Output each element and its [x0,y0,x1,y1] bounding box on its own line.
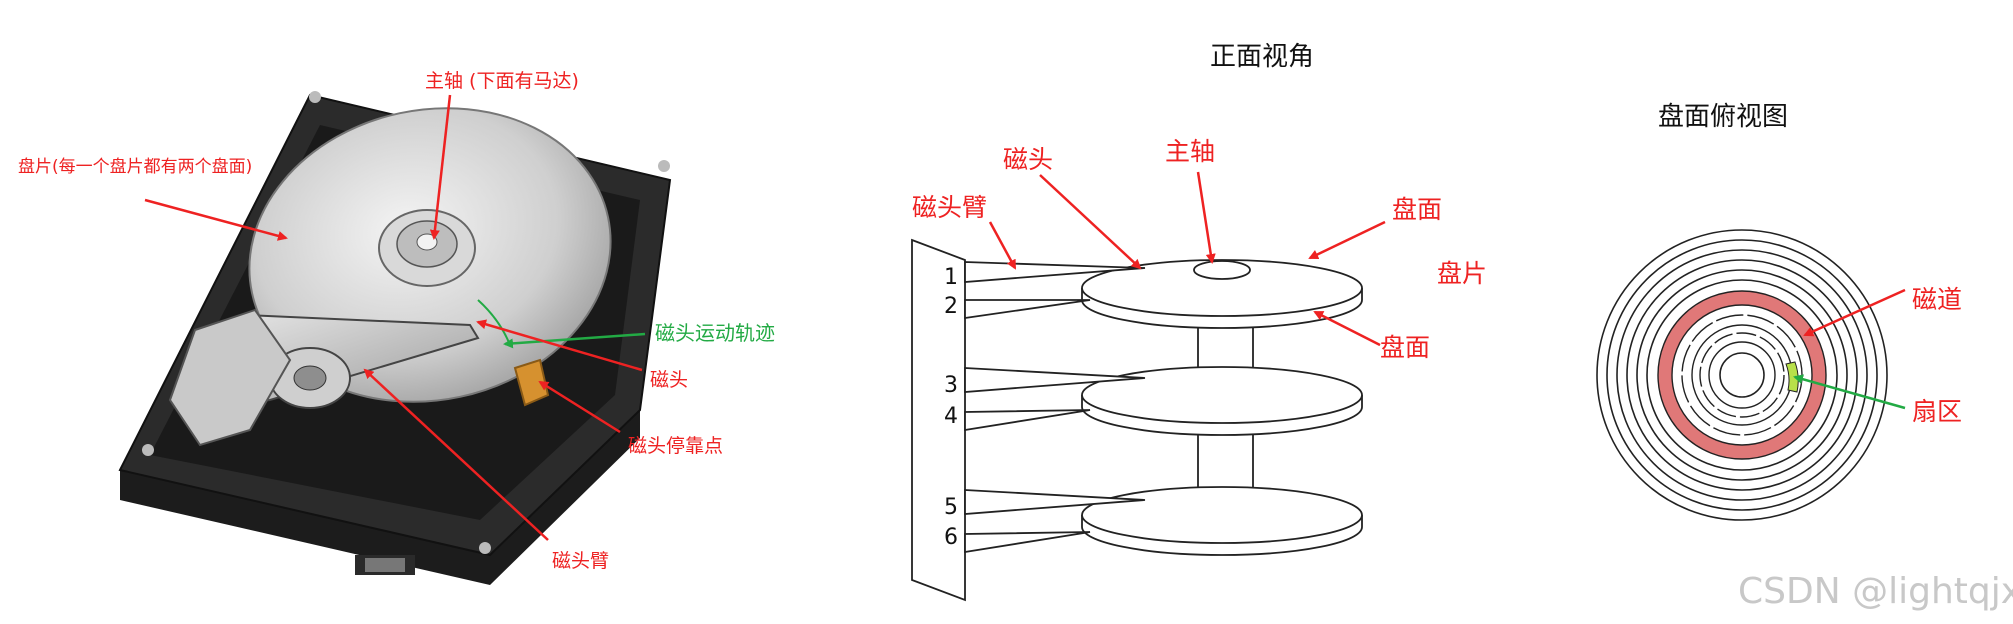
watermark: CSDN @lightqjx [1738,571,2013,612]
head-arm-3 [964,367,1146,393]
track-ring [1626,259,1858,491]
arrow-sector [1793,374,1906,410]
head-number-2: 2 [944,294,958,319]
park-ramp [513,358,550,407]
head-number-6: 6 [944,525,958,550]
arrow-head-track [503,332,646,349]
track-ring [1657,290,1827,460]
arrow-track [1803,288,1906,337]
arrow-spindle [429,94,452,240]
arrow-park [538,380,621,434]
front-label-platter: 盘片 [1437,259,1487,288]
highlighted-track [1658,291,1826,459]
arrow-front-spindle [1196,171,1216,264]
track-ring [1636,269,1848,481]
track-ring [1646,279,1838,471]
label-spindle-motor: 主轴 (下面有马达) [425,70,579,92]
platter-1 [1081,259,1363,317]
platter-2 [1081,366,1363,424]
arrow-front-surface-bottom [1313,310,1381,347]
label-park: 磁头停靠点 [628,435,723,457]
spindle-hole [1719,352,1765,398]
top-label-sector: 扇区 [1912,397,1962,426]
head-arm-2 [964,299,1091,320]
track-ring [1671,304,1813,446]
head-arm-5 [964,489,1146,515]
label-platter-note: 盘片(每一个盘片都有两个盘面) [18,157,252,177]
front-label-arm: 磁头臂 [912,193,987,222]
voice-coil [168,308,292,447]
top-view-title: 盘面俯视图 [1658,102,1788,132]
front-view-diagram [911,238,1363,602]
front-label-surface-top: 盘面 [1392,195,1442,224]
track-ring [1596,229,1888,521]
head-arm-4 [964,409,1091,432]
head-number-4: 4 [944,404,958,429]
track-ring [1616,249,1868,501]
hdd-illustration [118,91,672,585]
head-arm-bar [911,238,966,602]
head-number-3: 3 [944,373,958,398]
front-view-title: 正面视角 [1210,42,1314,72]
head-number-5: 5 [944,495,958,520]
label-head: 磁头 [650,369,688,391]
arrow-arm [363,368,549,541]
front-label-head: 磁头 [1003,145,1053,174]
highlighted-sector [1785,361,1799,393]
arrow-front-surface-top [1308,220,1386,260]
platter-3 [1081,486,1363,544]
screw [309,91,321,103]
jumper-pins [365,558,405,572]
arrow-front-arm [988,221,1017,270]
screw [658,160,670,172]
spindle-top-hole [1193,260,1251,280]
hdd-base-edge [120,410,640,585]
label-arm: 磁头臂 [552,550,609,572]
front-label-surface-bottom: 盘面 [1380,333,1430,362]
track-ring [1606,239,1878,511]
top-view-diagram [1596,229,1888,521]
actuator-bearing [293,365,327,391]
arrow-front-head [1039,174,1142,270]
arrow-platter [144,198,288,241]
screw [479,542,491,554]
top-label-track: 磁道 [1912,285,1962,314]
arrow-head [476,319,643,372]
front-label-spindle: 主轴 [1165,137,1215,166]
screw [142,444,154,456]
head-arm-6 [964,531,1091,554]
label-head-track: 磁头运动轨迹 [655,321,775,345]
track-ring [1708,341,1776,409]
head-number-1: 1 [944,265,958,290]
sector-ring [1699,332,1785,418]
